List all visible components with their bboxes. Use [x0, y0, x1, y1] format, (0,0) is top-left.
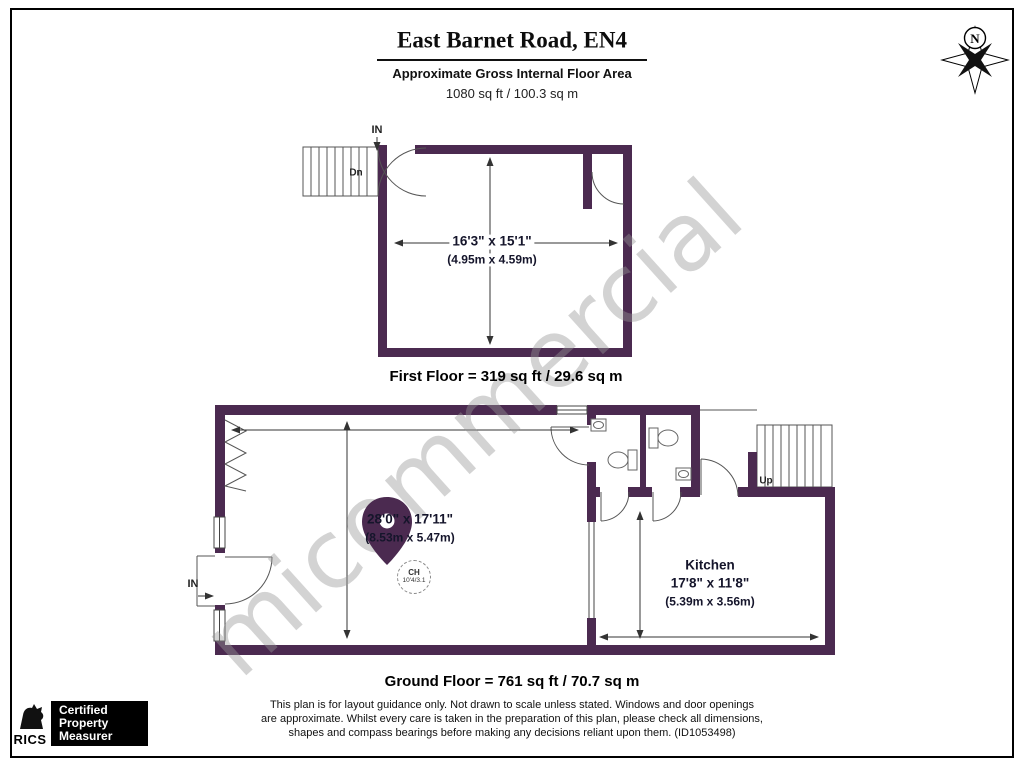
ground-floor-windows: [213, 405, 595, 642]
certified-property-measurer-badge: Certified Property Measurer: [51, 701, 148, 746]
ground-floor-stairs-label: Up: [759, 475, 773, 487]
ceiling-height-value: 10'4/3.1: [402, 577, 426, 584]
first-floor-walls: [378, 145, 632, 357]
kitchen-dimensions: 17'8" x 11'8": [670, 575, 750, 591]
ground-floor-room-dimensions: 28'0" x 17'11": [366, 511, 454, 527]
total-area-value: 1080 sq ft / 100.3 sq m: [445, 85, 579, 101]
kitchen-name-label: Kitchen: [685, 557, 735, 573]
ground-floor-entrance-label: IN: [187, 577, 199, 590]
rics-lion-logo-icon: [20, 704, 44, 729]
area-subtitle: Approximate Gross Internal Floor Area: [392, 65, 632, 81]
first-floor-entrance-label: IN: [371, 123, 383, 136]
stairs-icon-first-floor: [302, 146, 379, 197]
disclaimer-line-3: shapes and compass bearings before makin…: [288, 726, 736, 739]
compass-north-label: N: [970, 31, 980, 46]
disclaimer-line-1: This plan is for layout guidance only. N…: [269, 698, 755, 711]
page-border: [10, 8, 1014, 758]
first-floor-caption: First Floor = 319 sq ft / 29.6 sq m: [389, 367, 623, 385]
badge-line-2: Property: [59, 716, 109, 730]
badge-line-1: Certified: [59, 703, 108, 717]
disclaimer-line-2: are approximate. Whilst every care is ta…: [261, 712, 763, 725]
badge-line-3: Measurer: [59, 729, 113, 743]
page-title: East Barnet Road, EN4: [396, 27, 628, 53]
ground-floor-room-dimensions-metric: (8.53m x 5.47m): [365, 530, 455, 545]
ground-floor-caption: Ground Floor = 761 sq ft / 70.7 sq m: [384, 672, 640, 690]
first-floor-door-arcs: [377, 147, 625, 205]
zigzag-symbol: [223, 419, 248, 492]
bathroom-fixtures: [590, 418, 692, 481]
ceiling-height-label: CH: [408, 568, 420, 577]
ceiling-height-marker: CH 10'4/3.1: [397, 560, 431, 594]
kitchen-dimensions-metric: (5.39m x 3.56m): [665, 594, 755, 609]
first-floor-plan: [302, 137, 632, 357]
first-floor-room-dimensions-metric: (4.95m x 4.59m): [444, 253, 540, 267]
first-floor-room-dimensions: 16'3" x 15'1": [449, 234, 535, 250]
first-floor-stairs-label: Dn: [349, 167, 363, 179]
stairs-icon-ground-floor: [697, 409, 833, 488]
rics-wordmark: RICS: [13, 731, 47, 747]
ground-floor-door-arcs: [196, 426, 739, 607]
ground-floor-walls: [215, 405, 835, 655]
compass-icon: N: [940, 25, 1010, 95]
title-divider: [377, 59, 647, 61]
ground-floor-plan: [196, 405, 835, 655]
ground-floor-dimension-arrows: [198, 421, 819, 641]
